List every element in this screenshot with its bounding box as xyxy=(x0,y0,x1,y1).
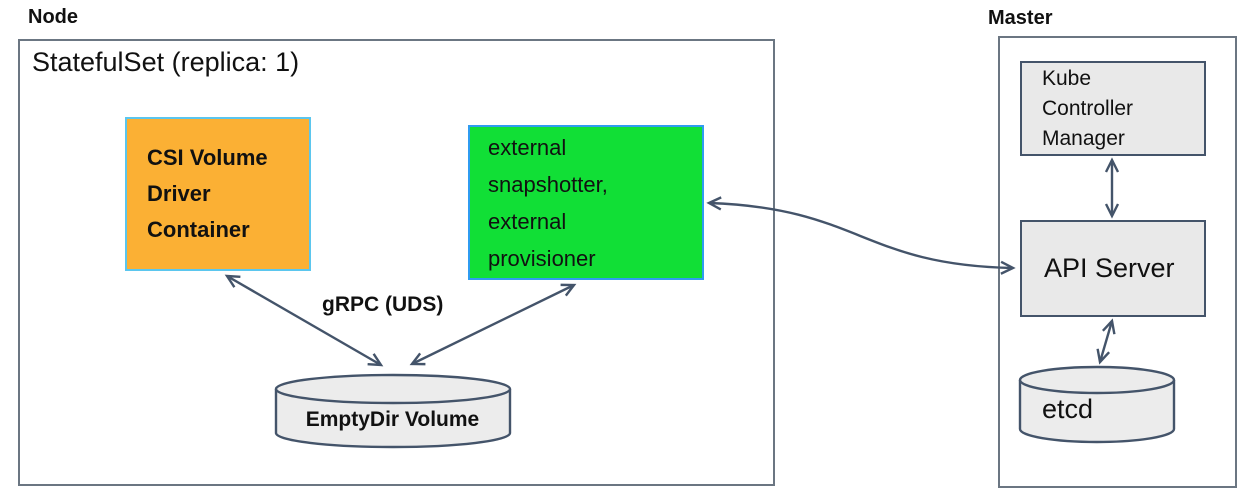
sidecar-box-line-4: provisioner xyxy=(488,245,596,271)
statefulset-title: StatefulSet (replica: 1) xyxy=(32,47,300,77)
sidecar-box-line-1: external xyxy=(488,134,567,160)
node-group-label: Node xyxy=(28,6,78,28)
kcm-box-line-3: Manager xyxy=(1042,126,1125,150)
emptydir-volume-label: EmptyDir Volume xyxy=(305,408,480,431)
etcd-label: etcd xyxy=(1042,394,1094,424)
kube-controller-manager-box: Kube Controller Manager xyxy=(1020,61,1206,156)
master-group-label: Master xyxy=(988,7,1053,29)
grpc-uds-label: gRPC (UDS) xyxy=(322,293,444,316)
csi-box-line-2: Driver xyxy=(147,181,211,206)
external-sidecars-box: external snapshotter, external provision… xyxy=(468,125,704,280)
sidecar-box-line-2: snapshotter, xyxy=(488,171,608,197)
csi-box-line-1: CSI Volume xyxy=(147,145,268,170)
api-server-box: API Server xyxy=(1020,220,1206,317)
kcm-box-line-1: Kube xyxy=(1042,66,1092,90)
kcm-box-line-2: Controller xyxy=(1042,96,1134,120)
csi-volume-driver-container-box: CSI Volume Driver Container xyxy=(125,117,311,271)
sidecar-box-line-3: external xyxy=(488,208,567,234)
csi-box-line-3: Container xyxy=(147,217,250,242)
api-server-label: API Server xyxy=(1044,253,1175,283)
